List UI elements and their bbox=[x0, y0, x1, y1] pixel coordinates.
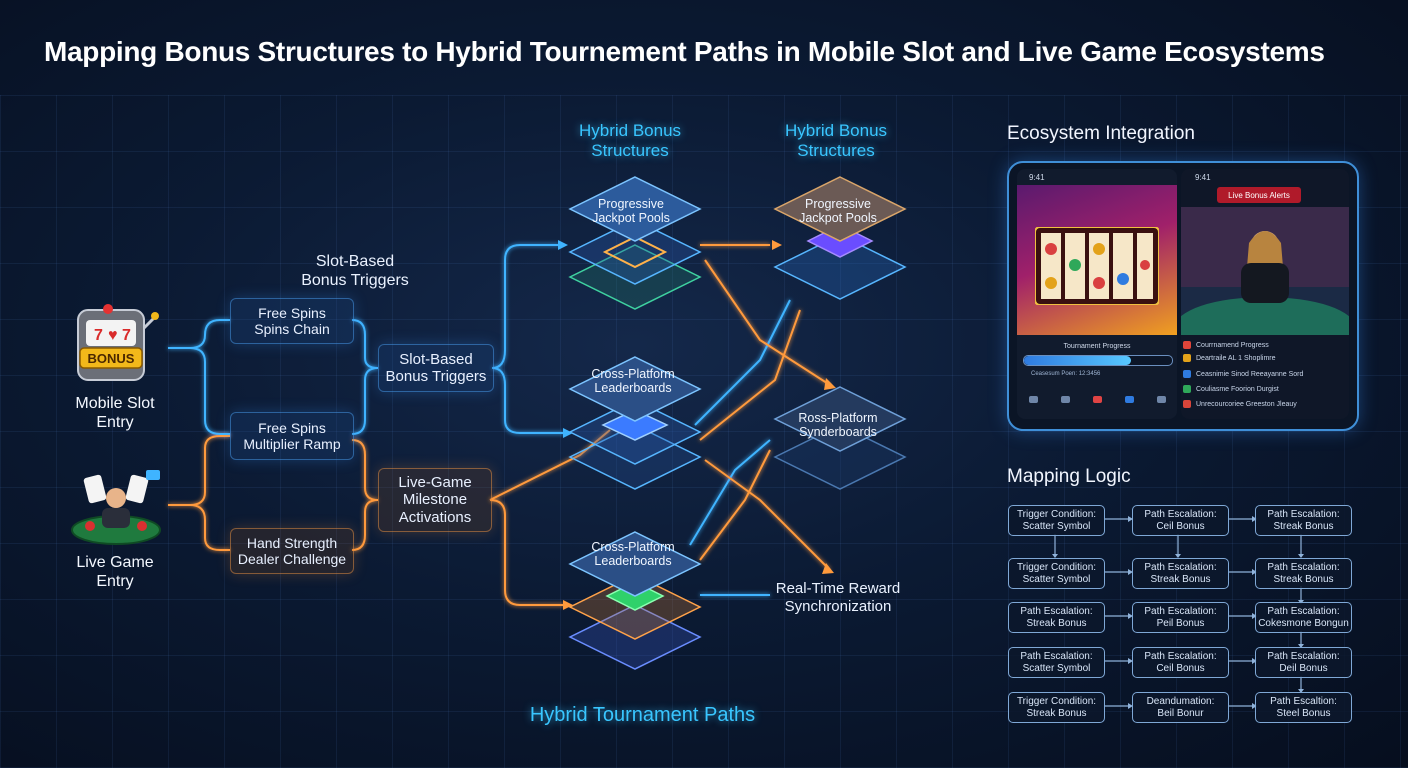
arrowhead-realtime bbox=[822, 563, 834, 574]
bonus-icon[interactable] bbox=[1092, 395, 1102, 403]
slot-tabbar bbox=[1017, 385, 1177, 413]
mapping-box[interactable]: Path Escalation:Streak Bonus bbox=[1255, 558, 1352, 589]
mapping-box[interactable]: Path Escalation:Ceil Bonus bbox=[1132, 505, 1229, 536]
legend-item: Unrecourcoriee Greeston Jleauy bbox=[1183, 400, 1297, 408]
arrowhead-leader1 bbox=[563, 428, 573, 438]
arrowhead-leader3 bbox=[563, 600, 573, 610]
live-bonus-alert[interactable]: Live Bonus Alerts bbox=[1217, 187, 1301, 203]
live-dealer-video bbox=[1181, 207, 1349, 335]
flow-milestone-to-leader bbox=[489, 429, 611, 501]
legend-dot-icon bbox=[1183, 400, 1191, 408]
profile-icon[interactable] bbox=[1156, 395, 1166, 403]
right-status-time: 9:41 bbox=[1195, 173, 1211, 182]
mapping-box[interactable]: Path Escalation:Ceil Bonus bbox=[1132, 647, 1229, 678]
tournament-progress-label: Tournament Progress bbox=[1063, 343, 1131, 350]
flow-leader3-to-leader2-b bbox=[689, 439, 771, 546]
arrowhead-jackpot1 bbox=[558, 240, 568, 250]
home-icon[interactable] bbox=[1028, 395, 1038, 403]
flow-leader3-to-leader2 bbox=[699, 449, 771, 561]
tile-stack-leaderboard-3 bbox=[568, 531, 702, 670]
flow-triggers-to-jackpot bbox=[491, 244, 560, 369]
left-status-time: 9:41 bbox=[1029, 173, 1045, 182]
legend-dot-icon bbox=[1183, 354, 1191, 362]
legend-dot-icon bbox=[1183, 370, 1191, 378]
flow-multiplier-to-milestone bbox=[351, 439, 379, 501]
mapping-box[interactable]: Path Escalation:Cokesmone Bongun bbox=[1255, 602, 1352, 633]
page-title: Mapping Bonus Structures to Hybrid Tourn… bbox=[44, 36, 1325, 67]
hybrid-tournament-heading: Hybrid Tournament Paths bbox=[529, 704, 756, 726]
tournament-progress-track bbox=[1023, 355, 1173, 366]
legend-dot-icon bbox=[1183, 341, 1191, 349]
legend-dot-icon bbox=[1183, 385, 1191, 393]
mapping-box[interactable]: Path Escalation:Deil Bonus bbox=[1255, 647, 1352, 678]
flow-live-to-multiplier bbox=[168, 435, 230, 506]
mapping-box[interactable]: Deandumation:Beil Bonur bbox=[1132, 692, 1229, 723]
svg-text:7: 7 bbox=[122, 327, 131, 344]
mapping-box[interactable]: Trigger Condition:Scatter Symbol bbox=[1008, 558, 1105, 589]
ecosystem-heading: Ecosystem Integration bbox=[1007, 123, 1195, 144]
slot-bonus-badge: BONUS bbox=[87, 351, 135, 366]
mapping-box[interactable]: Path Escalation:Streak Bonus bbox=[1132, 558, 1229, 589]
tile-stack-leaderboard-1 bbox=[568, 356, 702, 490]
flow-leader1-to-jackpot2-b bbox=[699, 309, 801, 441]
live-dealer-icon bbox=[71, 470, 161, 545]
live-screen: 9:41 Live Bonus Alerts bbox=[1181, 169, 1349, 419]
flow-triggers-to-leader bbox=[491, 367, 565, 434]
flow-multiplier-to-triggers bbox=[351, 367, 379, 435]
legend-item: Ceasnimie Sinod Reeayanne Sord bbox=[1183, 370, 1303, 378]
slot-reels bbox=[1035, 227, 1159, 305]
legend-item: Couliasme Foorion Durgist bbox=[1183, 385, 1279, 393]
mapping-box[interactable]: Path Escalation:Streak Bonus bbox=[1255, 505, 1352, 536]
arrowhead-leader2 bbox=[824, 378, 836, 390]
progress-caption: Ceasesum Poen: 12:3456 bbox=[1031, 371, 1101, 377]
games-icon[interactable] bbox=[1060, 395, 1070, 403]
tournament-progress-fill bbox=[1024, 356, 1131, 365]
flow-chain-to-triggers bbox=[351, 319, 379, 369]
arrowhead-jackpot2 bbox=[772, 240, 782, 250]
mapping-box[interactable]: Path Escalation:Peil Bonus bbox=[1132, 602, 1229, 633]
flow-hand-to-milestone bbox=[351, 499, 379, 551]
flow-leader1-to-jackpot2-a bbox=[694, 299, 791, 426]
tile-stack-leaderboard-2 bbox=[773, 386, 907, 490]
mapping-box[interactable]: Trigger Condition:Streak Bonus bbox=[1008, 692, 1105, 723]
mapping-box[interactable]: Path Escalation:Scatter Symbol bbox=[1008, 647, 1105, 678]
legend-item: Courrnamend Progress bbox=[1183, 341, 1269, 349]
mapping-heading: Mapping Logic bbox=[1007, 466, 1131, 487]
tile-stack-jackpot-2 bbox=[773, 176, 907, 300]
mapping-box[interactable]: Path Escalation:Streak Bonus bbox=[1008, 602, 1105, 633]
flow-slot-to-multiplier bbox=[189, 347, 230, 435]
svg-text:♥: ♥ bbox=[108, 327, 118, 344]
flow-jackpot1-to-leader2 bbox=[704, 259, 831, 386]
flow-slot-to-chain bbox=[168, 319, 230, 349]
tournament-icon[interactable] bbox=[1124, 395, 1134, 403]
flow-milestone-to-bottom bbox=[489, 499, 565, 606]
mapping-box[interactable]: Trigger Condition:Scatter Symbol bbox=[1008, 505, 1105, 536]
slot-machine-icon: 7 ♥ 7 bbox=[77, 304, 159, 381]
flow-live-to-hand bbox=[189, 504, 230, 551]
flow-leader1-to-realtime bbox=[704, 459, 831, 571]
slot-screen: 9:41 Tournament Progress Ceasesum Poen: … bbox=[1017, 169, 1177, 419]
svg-text:7: 7 bbox=[94, 327, 103, 344]
legend-item: Deartraile AL 1 Shoplimre bbox=[1183, 354, 1276, 362]
tile-stack-jackpot-1 bbox=[568, 176, 702, 310]
mapping-box[interactable]: Path Escaltion:Steel Bonus bbox=[1255, 692, 1352, 723]
